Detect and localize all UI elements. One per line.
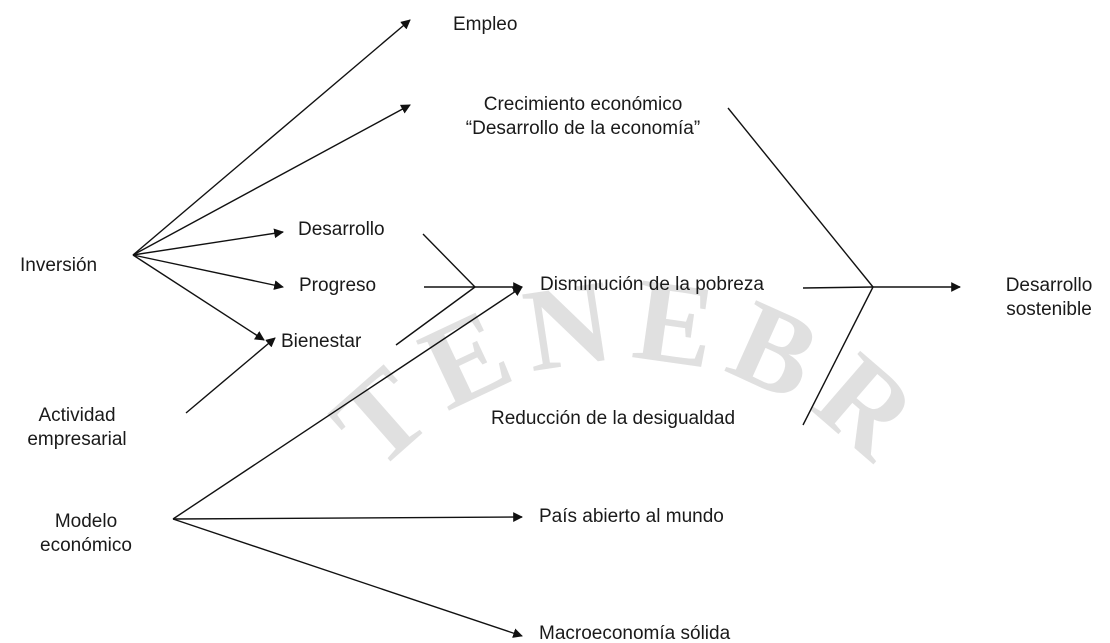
line-crecimiento-merge xyxy=(727,107,874,288)
node-inversion: Inversión xyxy=(20,254,97,278)
node-actividad-empresarial: Actividad empresarial xyxy=(18,404,136,452)
node-empleo: Empleo xyxy=(453,13,517,37)
node-desarrollo: Desarrollo xyxy=(298,218,385,242)
node-bienestar: Bienestar xyxy=(281,330,361,354)
node-pais-label: País abierto al mundo xyxy=(539,506,724,527)
node-progreso: Progreso xyxy=(299,274,376,298)
arrow-modelo-pais xyxy=(172,512,523,522)
node-desarrollo-sostenible: Desarrollo sostenible xyxy=(990,274,1108,322)
line-reduccion-merge xyxy=(802,286,874,426)
node-actividad-line-1: Actividad xyxy=(38,405,116,426)
node-crecimiento-economico: Crecimiento económico “Desarrollo de la … xyxy=(424,93,742,141)
arrow-modelo-macro xyxy=(172,518,523,638)
node-pais-abierto: País abierto al mundo xyxy=(539,505,724,529)
node-disminucion-pobreza: Disminución de la pobreza xyxy=(540,273,764,297)
node-inversion-label: Inversión xyxy=(20,255,98,276)
node-sostenible-line-1: Desarrollo xyxy=(1005,275,1093,296)
node-crecimiento-line-2: “Desarrollo de la economía” xyxy=(465,118,701,139)
node-disminucion-label: Disminución de la pobreza xyxy=(540,274,764,295)
line-desarrollo-merge xyxy=(422,233,476,288)
line-bienestar-merge xyxy=(395,286,476,346)
node-modelo-line-2: económico xyxy=(40,535,132,556)
node-actividad-line-2: empresarial xyxy=(27,429,127,450)
node-macroeconomia: Macroeconomía sólida xyxy=(539,622,730,643)
arrow-inversion-progreso xyxy=(132,254,284,290)
node-crecimiento-line-1: Crecimiento económico xyxy=(483,94,683,115)
arrow-modelo-disminucion xyxy=(172,286,523,520)
arrow-inversion-crecimiento xyxy=(132,104,411,256)
node-bienestar-label: Bienestar xyxy=(281,331,362,352)
node-sostenible-line-2: sostenible xyxy=(1006,299,1092,320)
arrow-inversion-desarrollo xyxy=(132,228,284,256)
node-reduccion-label: Reducción de la desigualdad xyxy=(491,408,736,429)
node-reduccion-desigualdad: Reducción de la desigualdad xyxy=(491,407,735,431)
node-macro-label: Macroeconomía sólida xyxy=(539,623,731,643)
line-disminucion-merge xyxy=(802,286,874,289)
arrow-inversion-bienestar xyxy=(132,254,265,341)
arrow-inversion-empleo xyxy=(132,19,411,256)
arrow-actividad-bienestar xyxy=(185,337,276,414)
node-empleo-label: Empleo xyxy=(453,14,518,35)
node-modelo-economico: Modelo económico xyxy=(36,510,136,558)
node-desarrollo-label: Desarrollo xyxy=(298,219,385,240)
node-modelo-line-1: Modelo xyxy=(54,511,118,532)
node-progreso-label: Progreso xyxy=(299,275,377,296)
